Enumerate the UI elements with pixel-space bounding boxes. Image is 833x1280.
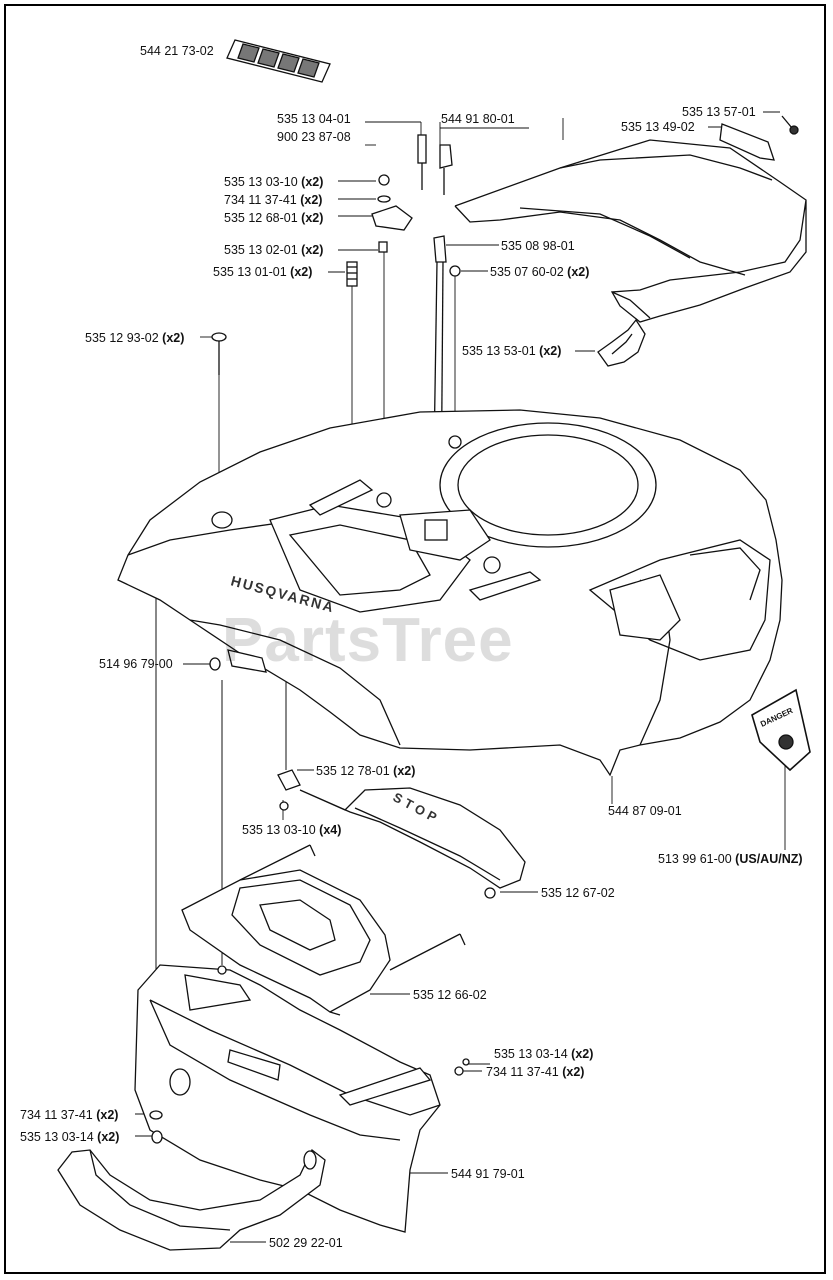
stop-cover: STOP [277, 769, 526, 899]
fastener-stack [346, 134, 453, 505]
label-535135701: 535 13 57-01 [682, 105, 756, 119]
label-535130314-right: 535 13 03-14 (x2) [494, 1047, 594, 1061]
label-544918001: 544 91 80-01 [441, 112, 515, 126]
diagram-frame [4, 4, 826, 1274]
label-535076002: 535 07 60-02 (x2) [490, 265, 590, 279]
label-535130310-x4: 535 13 03-10 (x4) [242, 823, 342, 837]
label-535126702: 535 12 67-02 [541, 886, 615, 900]
label-535130201: 535 13 02-01 (x2) [224, 243, 324, 257]
label-514967900: 514 96 79-00 [99, 657, 173, 671]
label-513996100: 513 99 61-00 (US/AU/NZ) [658, 852, 803, 866]
front-bumper [134, 964, 470, 1233]
display-panel [181, 844, 466, 1016]
label-535130401: 535 13 04-01 [277, 112, 351, 126]
label-734113741-top: 734 11 37-41 (x2) [224, 193, 323, 207]
handle-bar [57, 1148, 326, 1251]
label-535126602: 535 12 66-02 [413, 988, 487, 1002]
label-535134902: 535 13 49-02 [621, 120, 695, 134]
label-535127801: 535 12 78-01 (x2) [316, 764, 416, 778]
label-535130101: 535 13 01-01 (x2) [213, 265, 313, 279]
label-734113741-left: 734 11 37-41 (x2) [20, 1108, 119, 1122]
key-part [719, 115, 799, 161]
clip-part [209, 649, 267, 673]
top-lid [454, 139, 807, 323]
label-544917901: 544 91 79-01 [451, 1167, 525, 1181]
danger-decal: DANGER [751, 688, 811, 772]
hook-part [597, 318, 646, 367]
label-544217302: 544 21 73-02 [140, 44, 214, 58]
label-900238708: 900 23 87-08 [277, 130, 351, 144]
label-535130310: 535 13 03-10 (x2) [224, 175, 324, 189]
label-535089801: 535 08 98-01 [501, 239, 575, 253]
decal-strip [226, 39, 331, 83]
main-body-shell: HUSQVARNA [117, 409, 783, 777]
label-734113741-right: 734 11 37-41 (x2) [486, 1065, 585, 1079]
label-544870901: 544 87 09-01 [608, 804, 682, 818]
label-535130314-left: 535 13 03-14 (x2) [20, 1130, 120, 1144]
watermark-text: PartsTree [222, 606, 514, 675]
label-535126801: 535 12 68-01 (x2) [224, 211, 324, 225]
label-535135301: 535 13 53-01 (x2) [462, 344, 562, 358]
label-502292201: 502 29 22-01 [269, 1236, 343, 1250]
label-535129302: 535 12 93-02 (x2) [85, 331, 185, 345]
